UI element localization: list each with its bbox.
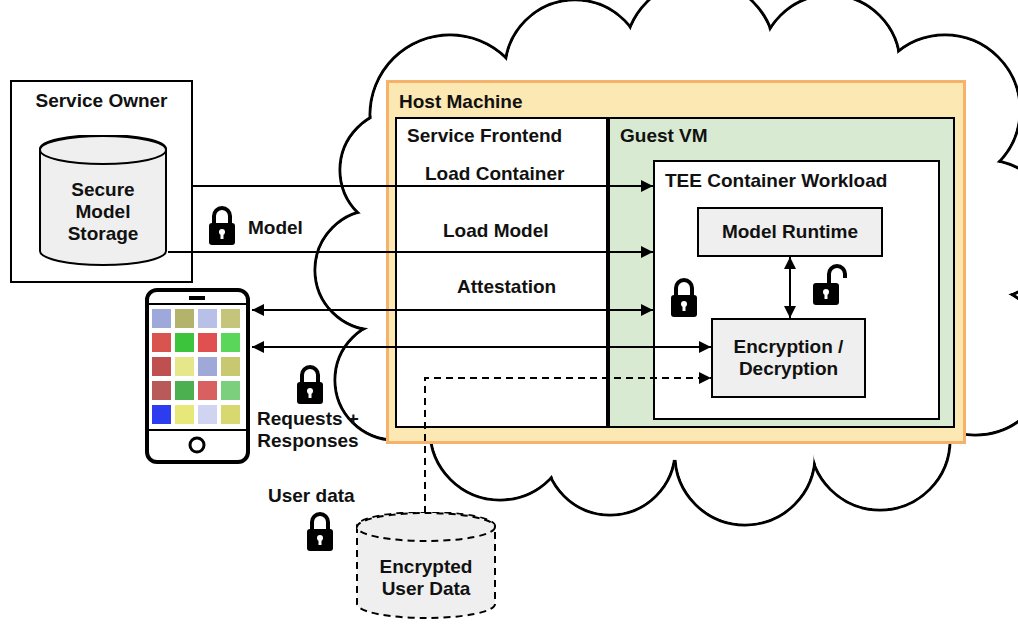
container-box: Secure Model Storage Service Owner — [10, 80, 193, 283]
lock-body — [813, 283, 839, 305]
text-label: User data — [268, 485, 355, 507]
phone-arrow — [252, 346, 711, 348]
app-tile — [221, 357, 240, 376]
phone-body — [147, 290, 248, 462]
phone-arrow — [252, 309, 653, 311]
connector-arrow — [789, 257, 791, 318]
app-tile — [221, 309, 240, 328]
connector-arrow — [425, 378, 711, 513]
phone-icon — [147, 290, 248, 462]
lock-keyhole — [309, 391, 312, 398]
cylinder-top — [40, 136, 166, 164]
lock-shackle — [312, 514, 328, 530]
lock-shackle — [829, 266, 845, 284]
app-tile — [221, 333, 240, 352]
phone-speaker — [189, 296, 205, 300]
app-tile — [175, 405, 194, 424]
phone-screen-edge — [149, 429, 246, 431]
container-box: Encryption / Decryption — [711, 318, 866, 398]
app-tile — [152, 357, 171, 376]
app-tile — [198, 309, 217, 328]
text-label: Requests + Responses — [250, 408, 366, 452]
connector-arrow — [193, 185, 653, 187]
app-tile — [152, 405, 171, 424]
lock-keyhole — [825, 292, 828, 299]
cloud — [315, 0, 1018, 525]
lock-keyhole — [319, 538, 322, 545]
box-heading: TEE Container Workload — [665, 170, 928, 192]
box-label: Model Runtime — [722, 221, 858, 243]
container-box: Model Runtime — [697, 207, 883, 257]
app-tile — [152, 333, 171, 352]
box-heading: Service Owner — [24, 90, 179, 112]
connector-arrow — [168, 251, 653, 253]
box-heading: Guest VM — [620, 125, 943, 147]
lock-keyhole — [683, 304, 686, 311]
app-tile — [175, 333, 194, 352]
cloud-fill — [380, 60, 980, 460]
lock-icon — [671, 280, 697, 317]
cylinder-top — [357, 513, 495, 541]
app-tile — [221, 405, 240, 424]
lock-body — [209, 223, 235, 245]
app-tile — [175, 357, 194, 376]
container-box: Model RuntimeEncryption / Decryption TEE … — [608, 117, 955, 428]
box-label: Secure Model Storage — [48, 179, 158, 245]
text-label: Model — [248, 217, 303, 239]
cylinder-body — [40, 135, 166, 265]
app-tile — [198, 405, 217, 424]
lock-body — [671, 295, 697, 317]
text-label: Attestation — [457, 276, 556, 298]
box-heading: Service Frontend — [407, 125, 596, 147]
container-box: Model RuntimeEncryption / Decryption TEE … — [653, 160, 940, 420]
lock-body — [307, 529, 333, 551]
lock-icon — [209, 208, 235, 245]
edge-label: Load Model — [443, 220, 549, 242]
box-label: Encryption / Decryption — [724, 336, 854, 380]
app-tile — [198, 357, 217, 376]
lock-icon — [307, 514, 333, 551]
edge-label: Load Container — [425, 163, 564, 185]
phone-button — [190, 438, 204, 452]
lock-shackle — [302, 367, 318, 383]
cylinder-body — [357, 512, 495, 618]
app-tile — [221, 381, 240, 400]
box-heading: Host Machine — [399, 91, 953, 113]
lock-body — [297, 382, 323, 404]
app-tile — [175, 309, 194, 328]
app-tile — [152, 381, 171, 400]
unlocked-icon — [813, 266, 845, 305]
box-label: Encrypted User Data — [366, 556, 486, 600]
phone-screen-edge — [149, 303, 246, 305]
app-tile — [175, 381, 194, 400]
storage-cylinder: Secure Model Storage — [38, 135, 168, 267]
lock-icon — [297, 367, 323, 404]
app-tile — [198, 381, 217, 400]
app-tile — [198, 333, 217, 352]
lock-keyhole — [221, 232, 224, 239]
container-box: Service FrontendModel RuntimeEncryption … — [386, 80, 966, 444]
storage-cylinder: Encrypted User Data — [355, 512, 497, 620]
app-tile — [152, 309, 171, 328]
lock-shackle — [214, 208, 230, 224]
lock-shackle — [676, 280, 692, 296]
